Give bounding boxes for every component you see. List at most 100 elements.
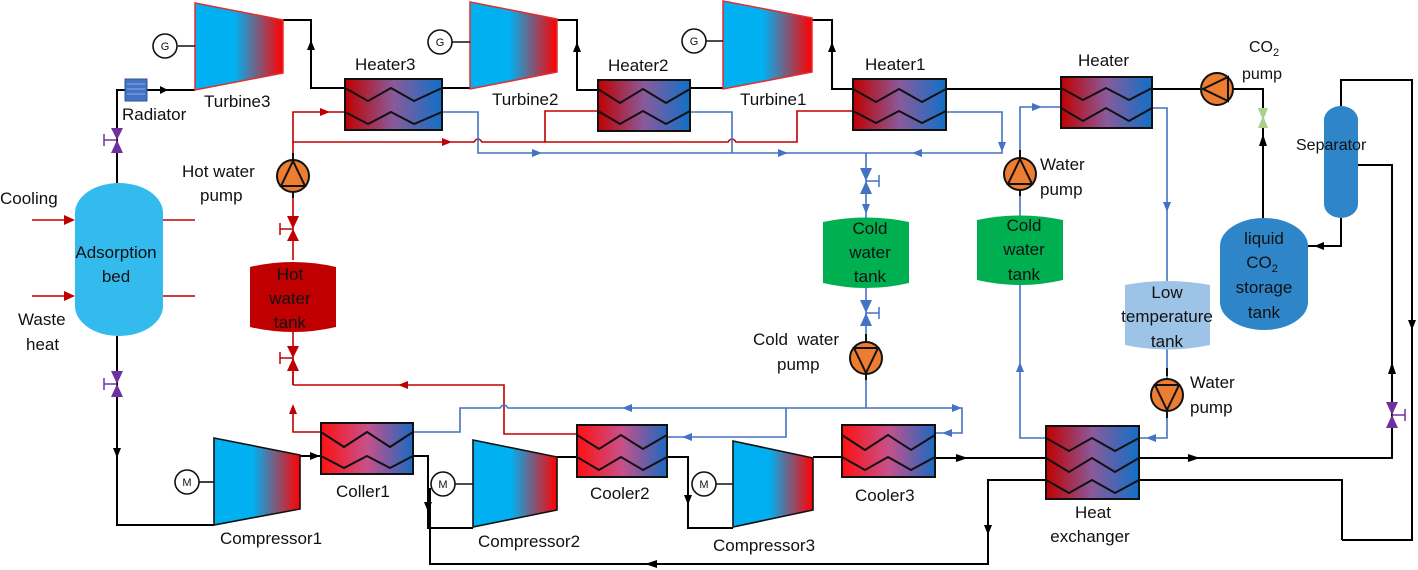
coil-icon	[1045, 478, 1140, 495]
turbine2[interactable]: G Turbine2	[427, 1, 558, 109]
pipe-turbine1-heater1	[812, 19, 853, 90]
pump-icon	[849, 341, 883, 375]
flow-arrow	[684, 495, 692, 505]
coil-icon	[344, 86, 443, 103]
valve-bed-outlet[interactable]	[103, 371, 123, 397]
compressor2-label: Compressor2	[478, 532, 580, 551]
coil-icon	[576, 433, 668, 451]
coil-icon	[852, 87, 947, 104]
valve-separator-line[interactable]	[1386, 402, 1406, 428]
heater1[interactable]: Heater1	[852, 55, 947, 131]
cold-water-tank-vessel	[823, 217, 909, 288]
compressor1[interactable]: M Compressor1	[174, 437, 322, 548]
heater-label: Heater	[1078, 51, 1129, 70]
cold-water-tank-2-label-3: tank	[1008, 265, 1041, 284]
water-pump-bottom[interactable]: Water pump	[1150, 368, 1235, 418]
valve-cold-water-top[interactable]	[860, 168, 880, 214]
compressor3[interactable]: M Compressor3	[691, 440, 815, 555]
heater[interactable]: Heater	[1060, 51, 1153, 129]
coil-icon	[320, 454, 414, 470]
pipe-coller1-hot-return	[292, 412, 320, 433]
heater2-label: Heater2	[608, 56, 668, 75]
turbine3-label: Turbine3	[204, 92, 270, 111]
coil-icon	[1060, 106, 1153, 123]
pump-icon	[1150, 378, 1184, 412]
cold-water-tank-1[interactable]: Cold water tank	[823, 217, 909, 289]
valve-radiator-bed[interactable]	[103, 128, 123, 153]
water-pump-bottom-label-2: pump	[1190, 398, 1233, 417]
valve-hot-water-bottom[interactable]	[279, 330, 299, 385]
coil-icon	[576, 455, 668, 472]
flow-arrow	[682, 433, 692, 441]
pump-direction-icon	[1006, 156, 1034, 185]
hot-water-tank[interactable]: Hot water tank	[250, 262, 336, 332]
coil-icon	[320, 430, 414, 449]
motor-label: M	[438, 479, 447, 491]
cooler3[interactable]: Cooler3	[841, 424, 936, 505]
heater2[interactable]: Heater2	[597, 56, 691, 132]
cooler-body	[576, 424, 668, 478]
flow-arrow	[320, 108, 330, 116]
cold-water-tank-2[interactable]: Cold water tank	[977, 215, 1063, 286]
co2-pump-label-line2: pump	[1242, 66, 1282, 83]
adsorption-bed-label-1: Adsorption	[75, 243, 156, 262]
radiator[interactable]: Radiator	[122, 78, 187, 124]
compressor-body	[732, 440, 814, 528]
flow-arrow	[984, 525, 992, 535]
co2-pump-label-line1: CO2	[1249, 39, 1279, 59]
generator-label: G	[690, 36, 699, 48]
coller1[interactable]: Coller1	[320, 422, 414, 501]
pipe-separator-storage	[1308, 218, 1342, 247]
turbine1[interactable]: G Turbine1	[681, 0, 813, 109]
radiator-icon	[124, 78, 148, 102]
cold-water-tank-1-label-2: water	[848, 243, 891, 262]
heat-exchanger[interactable]: Heat exchanger	[1045, 425, 1140, 546]
valve-hot-water-top[interactable]	[279, 193, 299, 260]
pipe-hx-return	[1139, 479, 1343, 540]
cold-water-tank-2-label-1: Cold	[1007, 216, 1042, 235]
heat-exchanger-label-1: Heat	[1075, 503, 1111, 522]
co2-storage-tank[interactable]: liquid CO2 storage tank	[1220, 218, 1308, 330]
generator-label: G	[436, 37, 445, 49]
flow-arrow	[1388, 362, 1396, 374]
hot-water-tank-vessel	[250, 262, 336, 332]
compressor2[interactable]: M Compressor2	[430, 439, 580, 551]
turbine3[interactable]: G Turbine3	[152, 2, 284, 111]
turbine-body	[469, 1, 558, 90]
pipe-cold-cooler2	[667, 408, 787, 438]
flow-arrow	[289, 404, 297, 414]
flow-arrow	[573, 42, 581, 52]
motor-label: M	[182, 477, 191, 489]
low-temperature-tank[interactable]: Low temperature tank	[1121, 281, 1213, 351]
valve-cold-water-bottom[interactable]	[860, 285, 880, 340]
coil-icon	[344, 110, 443, 126]
storage-tank-label-4: tank	[1248, 303, 1281, 322]
flow-arrow	[1032, 103, 1042, 111]
cooler2[interactable]: Cooler2	[576, 424, 668, 503]
cooler-body	[841, 424, 936, 478]
turbine-body	[194, 2, 284, 91]
flow-arrow	[952, 404, 962, 412]
water-pump-top[interactable]: Water pump	[1003, 150, 1085, 199]
co2-process-lines	[113, 19, 1416, 568]
separator[interactable]: Separator	[1296, 106, 1367, 218]
co2-pump[interactable]: CO2 pump	[1200, 39, 1282, 106]
pipe-separator-side	[1139, 164, 1393, 459]
generator-label: G	[161, 41, 170, 53]
cooler-body	[320, 422, 414, 475]
pipe-heater-lowtemp	[1152, 107, 1168, 290]
adsorption-bed[interactable]: Adsorption bed Cooling Waste heat	[0, 183, 195, 354]
flow-arrow	[1188, 454, 1200, 462]
generator-icon	[152, 33, 178, 59]
flow-arrow	[307, 40, 315, 50]
pipe-heater3-turbine3	[283, 19, 345, 89]
hot-water-pump[interactable]: Hot water pump	[182, 153, 310, 205]
flow-arrow	[442, 138, 452, 146]
pipe-bed-compressor1	[116, 336, 214, 526]
storage-tank-vessel	[1220, 218, 1308, 330]
cold-water-pump[interactable]: Cold water pump	[753, 330, 883, 380]
pipe-heater2-cold-out	[690, 111, 733, 153]
coil-icon	[597, 109, 691, 126]
heater3[interactable]: Heater3	[344, 55, 443, 131]
cooler2-label: Cooler2	[590, 484, 650, 503]
